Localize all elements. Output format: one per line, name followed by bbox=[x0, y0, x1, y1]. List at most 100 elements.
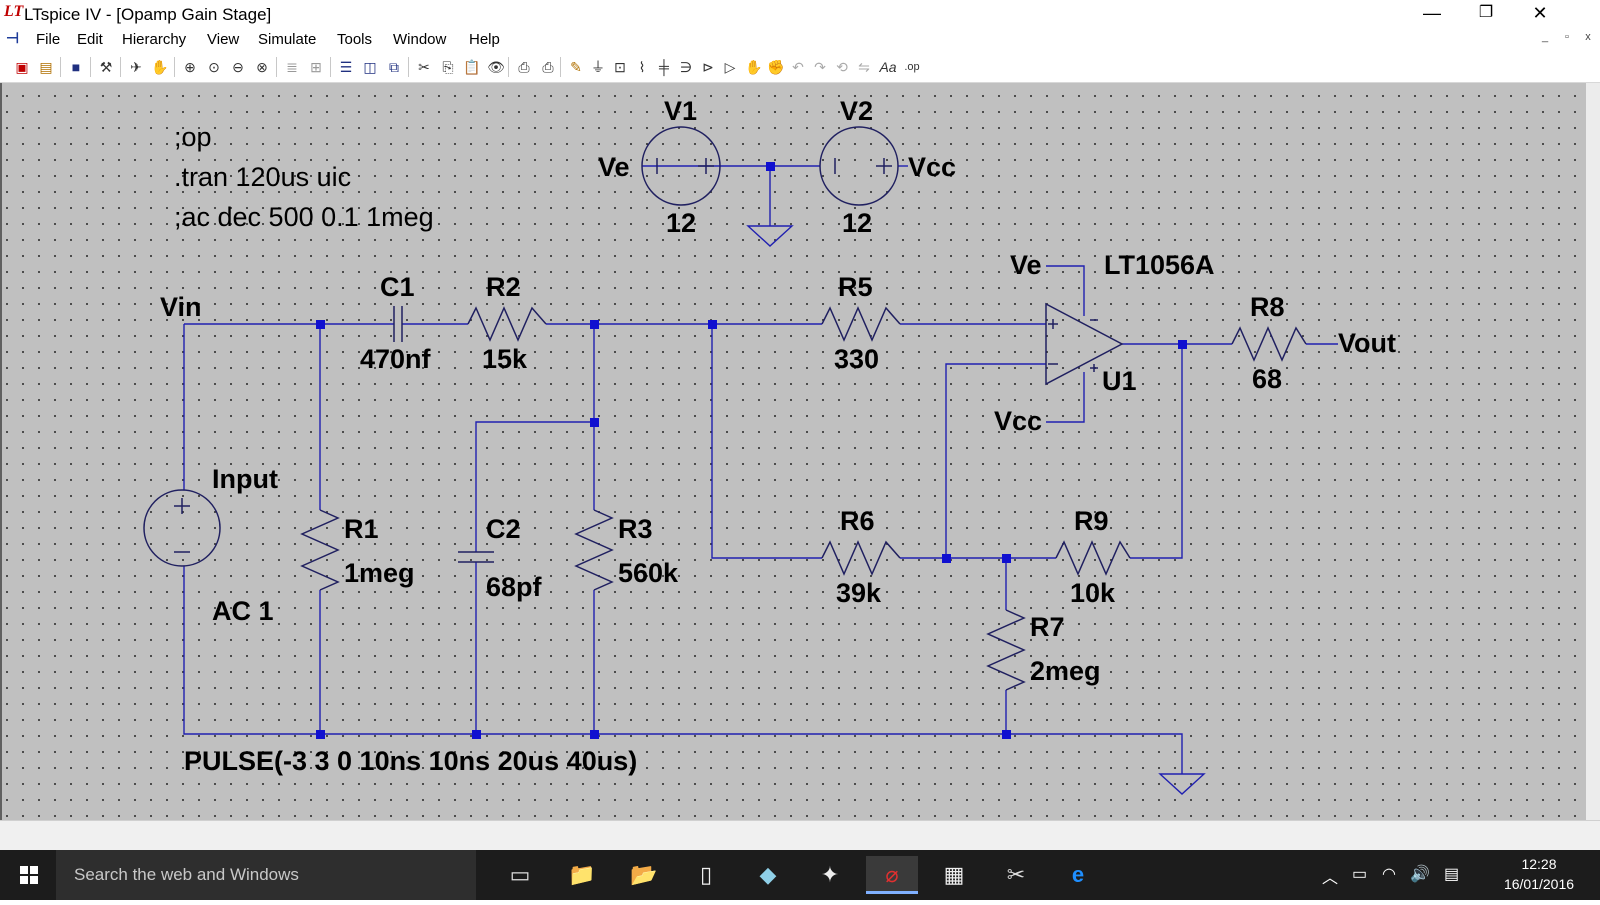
copy-icon[interactable]: ⎘ bbox=[442, 59, 454, 75]
opamp-ve-label[interactable]: Ve bbox=[1010, 250, 1042, 280]
control-panel-icon[interactable]: ⚒ bbox=[99, 59, 113, 75]
pan-icon[interactable]: ⊙ bbox=[208, 59, 220, 75]
drag-icon[interactable]: ✊ bbox=[767, 59, 785, 75]
mdi-minimize-button[interactable]: _ bbox=[1541, 31, 1549, 43]
input-source-name[interactable]: Input bbox=[212, 464, 278, 494]
mdi-restore-button[interactable]: ▫ bbox=[1565, 31, 1569, 43]
mdi-close-button[interactable]: x bbox=[1585, 31, 1591, 43]
paste-icon[interactable]: 📋 bbox=[463, 59, 481, 75]
minimize-button[interactable]: — bbox=[1423, 3, 1441, 23]
volume-icon[interactable]: 🔊 bbox=[1410, 866, 1430, 883]
draw-wire-icon[interactable]: ✎ bbox=[570, 59, 582, 75]
menu-file[interactable]: File bbox=[36, 31, 61, 48]
menu-window[interactable]: Window bbox=[393, 31, 447, 48]
net-label-vout[interactable]: Vout bbox=[1338, 328, 1396, 358]
c1-value[interactable]: 470nf bbox=[360, 344, 432, 374]
opamp-name[interactable]: U1 bbox=[1102, 366, 1137, 396]
new-schematic-icon[interactable]: ▣ bbox=[15, 59, 29, 75]
move-icon[interactable]: ✋ bbox=[745, 59, 763, 75]
r2-name[interactable]: R2 bbox=[486, 272, 521, 302]
net-label-ve[interactable]: Ve bbox=[598, 152, 630, 182]
zoom-out-icon[interactable]: ⊖ bbox=[232, 59, 244, 75]
label-net-icon[interactable]: ⊡ bbox=[614, 59, 626, 75]
calculator-icon[interactable]: ▦ bbox=[943, 862, 965, 887]
v2-name[interactable]: V2 bbox=[840, 96, 873, 126]
redo-icon[interactable]: ↷ bbox=[814, 59, 826, 75]
r1-name[interactable]: R1 bbox=[344, 514, 379, 544]
spice-directive[interactable]: .tran 120us uic bbox=[174, 162, 351, 192]
app-menu-icon[interactable]: ⊣ bbox=[6, 30, 20, 47]
menu-hierarchy[interactable]: Hierarchy bbox=[122, 31, 187, 48]
save-icon[interactable]: ■ bbox=[71, 59, 81, 75]
find-icon[interactable]: 👁 bbox=[487, 59, 505, 75]
cascade-icon[interactable]: ⧉ bbox=[389, 59, 399, 75]
plot-settings-icon[interactable]: ⊞ bbox=[310, 59, 322, 75]
r1-value[interactable]: 1meg bbox=[344, 558, 415, 588]
ground-icon[interactable]: ⏚ bbox=[591, 59, 605, 75]
v1-value[interactable]: 12 bbox=[666, 208, 696, 238]
r3-name[interactable]: R3 bbox=[618, 514, 653, 544]
menu-tools[interactable]: Tools bbox=[337, 31, 373, 48]
tile-vertical-icon[interactable]: ◫ bbox=[363, 59, 377, 75]
component-icon[interactable]: ▷ bbox=[724, 59, 736, 75]
r5-value[interactable]: 330 bbox=[834, 344, 879, 374]
app-icon[interactable]: ✦ bbox=[820, 862, 840, 887]
undo-icon[interactable]: ↶ bbox=[792, 59, 804, 75]
r5-name[interactable]: R5 bbox=[838, 272, 873, 302]
spice-directive-icon[interactable]: .op bbox=[904, 61, 920, 73]
start-button[interactable] bbox=[0, 850, 56, 900]
rotate-icon[interactable]: ⟲ bbox=[836, 59, 848, 75]
schematic-canvas[interactable]: ;op .tran 120us uic ;ac dec 500 0.1 1meg… bbox=[0, 83, 1600, 820]
spice-directive[interactable]: ;ac dec 500 0.1 1meg bbox=[174, 202, 434, 232]
zoom-fit-icon[interactable]: ⊗ bbox=[256, 59, 268, 75]
battery-icon[interactable]: ▭ bbox=[1352, 866, 1368, 883]
input-source-pulse[interactable]: PULSE(-3 3 0 10ns 10ns 20us 40us) bbox=[184, 746, 637, 776]
halt-icon[interactable]: ✋ bbox=[151, 59, 169, 75]
cut-icon[interactable]: ✂ bbox=[418, 59, 430, 75]
zoom-in-icon[interactable]: ⊕ bbox=[184, 59, 196, 75]
r6-name[interactable]: R6 bbox=[840, 506, 875, 536]
r9-name[interactable]: R9 bbox=[1074, 506, 1109, 536]
v2-value[interactable]: 12 bbox=[842, 208, 872, 238]
r8-value[interactable]: 68 bbox=[1252, 364, 1282, 394]
r9-value[interactable]: 10k bbox=[1070, 578, 1116, 608]
capacitor-icon[interactable]: ╪ bbox=[659, 59, 669, 75]
open-icon[interactable]: ▤ bbox=[39, 59, 53, 75]
r7-name[interactable]: R7 bbox=[1030, 612, 1065, 642]
c1-name[interactable]: C1 bbox=[380, 272, 415, 302]
notes-app-icon[interactable]: ◆ bbox=[759, 862, 777, 887]
r6-value[interactable]: 39k bbox=[836, 578, 882, 608]
print-setup-icon[interactable]: ⎙ bbox=[518, 59, 530, 75]
ltspice-taskbar-icon[interactable]: ⌀ bbox=[866, 856, 918, 894]
net-label-vcc[interactable]: Vcc bbox=[908, 152, 956, 182]
menu-view[interactable]: View bbox=[207, 31, 240, 48]
maximize-button[interactable]: ❐ bbox=[1478, 4, 1494, 21]
folder-icon[interactable]: 📂 bbox=[630, 862, 658, 887]
wifi-icon[interactable]: ◠ bbox=[1382, 866, 1396, 883]
task-view-icon[interactable]: ▭ bbox=[509, 862, 531, 887]
r3-value[interactable]: 560k bbox=[618, 558, 679, 588]
chevron-up-icon[interactable]: ︿ bbox=[1322, 870, 1339, 887]
snipping-tool-icon[interactable]: ✂ bbox=[1006, 862, 1026, 887]
r8-name[interactable]: R8 bbox=[1250, 292, 1285, 322]
run-icon[interactable]: ✈ bbox=[130, 59, 142, 75]
net-label-vin[interactable]: Vin bbox=[160, 292, 202, 322]
print-icon[interactable]: ⎙ bbox=[542, 59, 554, 75]
opamp-model[interactable]: LT1056A bbox=[1104, 250, 1215, 280]
close-button[interactable]: ✕ bbox=[1532, 3, 1548, 23]
c2-name[interactable]: C2 bbox=[486, 514, 521, 544]
menu-edit[interactable]: Edit bbox=[77, 31, 103, 48]
opamp-vcc-label[interactable]: Vcc bbox=[994, 406, 1042, 436]
input-source-ac[interactable]: AC 1 bbox=[212, 596, 274, 626]
tile-horizontal-icon[interactable]: ☰ bbox=[339, 59, 353, 75]
document-icon[interactable]: ▯ bbox=[699, 862, 713, 887]
menu-simulate[interactable]: Simulate bbox=[258, 31, 317, 48]
resistor-icon[interactable]: ⌇ bbox=[638, 59, 646, 75]
r7-value[interactable]: 2meg bbox=[1030, 656, 1101, 686]
r2-value[interactable]: 15k bbox=[482, 344, 528, 374]
v1-name[interactable]: V1 bbox=[664, 96, 697, 126]
c2-value[interactable]: 68pf bbox=[486, 572, 543, 602]
taskbar-search[interactable]: Search the web and Windows bbox=[56, 850, 476, 900]
inductor-icon[interactable]: ∋ bbox=[679, 59, 693, 75]
menu-help[interactable]: Help bbox=[469, 31, 500, 48]
